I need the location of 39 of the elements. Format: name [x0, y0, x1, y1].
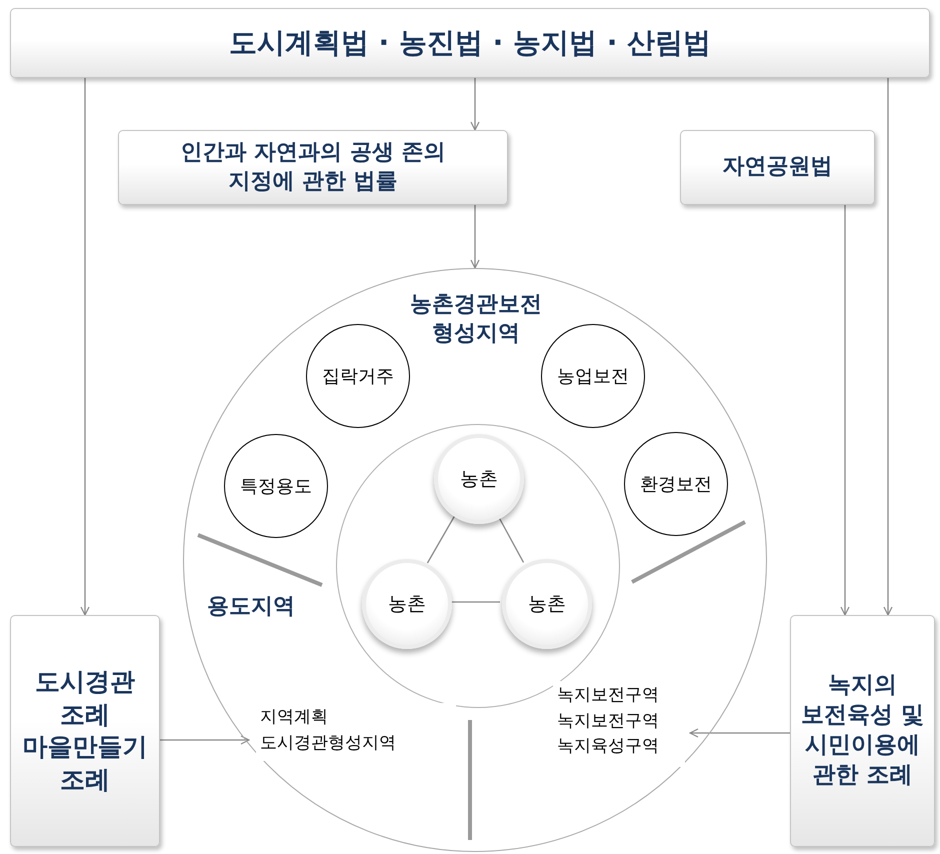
arrow	[470, 205, 480, 269]
zone-title: 농촌경관보전 형성지역	[409, 291, 543, 348]
arrow	[840, 205, 850, 616]
zone-title: 용도지역	[206, 593, 296, 621]
law-title: 도시경관 조례	[34, 666, 136, 730]
law-title: 인간과 자연과의 공생 존의 지정에 관한 법률	[180, 138, 446, 196]
law-title: 자연공원법	[722, 153, 832, 182]
circle-label: 농촌	[528, 592, 566, 617]
connector-line	[498, 516, 524, 563]
village-circle	[362, 559, 452, 649]
circle-label: 집락거주	[322, 365, 394, 388]
connector-line	[426, 516, 456, 564]
law-box	[790, 615, 935, 847]
zone-circle	[183, 268, 767, 852]
arrow	[160, 735, 250, 745]
circle-label: 환경보전	[640, 473, 712, 496]
zone-name: 녹지보전구역	[557, 684, 660, 707]
connector-line	[450, 601, 500, 603]
zone-name: 녹지육성구역	[557, 735, 660, 758]
law-box	[680, 130, 875, 205]
village-circle	[434, 434, 524, 524]
arrow	[689, 728, 790, 738]
circle-label: 농촌	[388, 592, 426, 617]
law-box	[10, 8, 930, 78]
law-box	[10, 615, 160, 847]
zone-name: 녹지보전구역	[557, 710, 660, 732]
law-title: 녹지의 보전육성 및 시민이용에 관한 조례	[801, 671, 924, 790]
law-box	[118, 130, 508, 205]
village-circle	[502, 559, 592, 649]
arrow	[80, 78, 90, 616]
law-title: 도시계획법 · 농진법 · 농지법 · 산림법	[228, 24, 712, 61]
circle-label: 농촌	[460, 467, 498, 492]
zone-name: 지역계획	[260, 706, 329, 729]
arrow	[883, 78, 893, 616]
arrow	[470, 78, 480, 131]
circle-label: 농업보전	[557, 365, 629, 388]
zone-name: 도시경관형성지역	[260, 732, 397, 754]
circle-label: 특정용도	[240, 475, 312, 498]
law-title: 마을만들기 조례	[22, 731, 148, 796]
